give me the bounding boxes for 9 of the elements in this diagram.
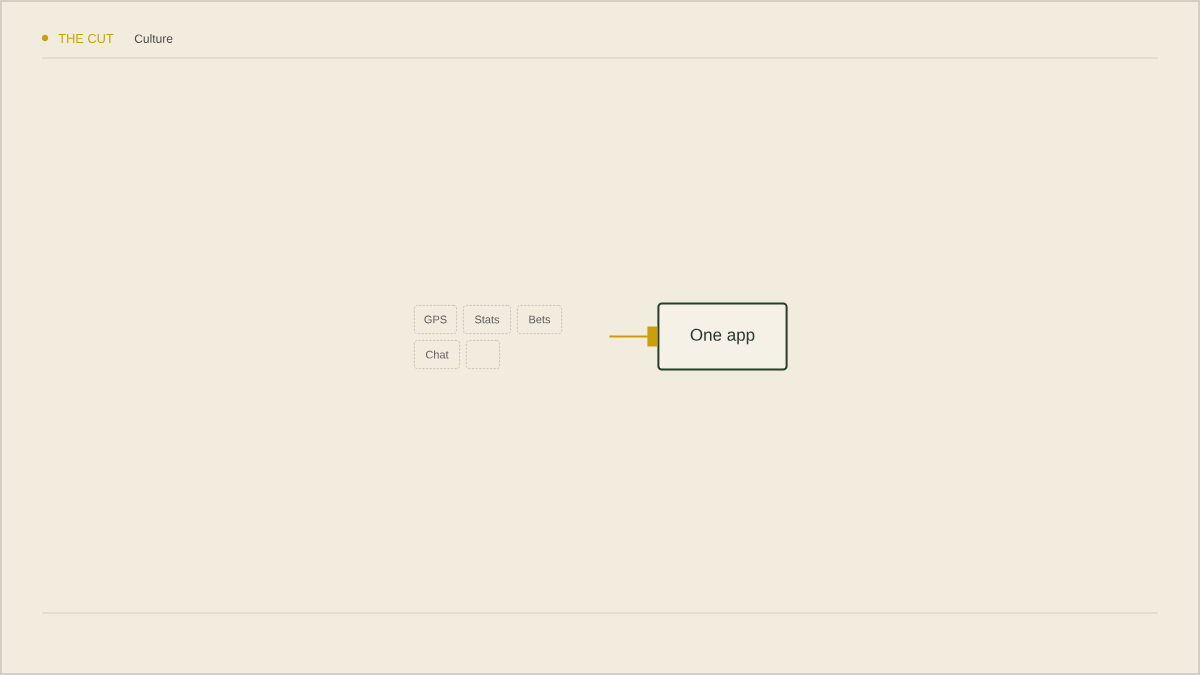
tag-chip: Chat — [414, 340, 460, 369]
kicker-text: THE CUT — [58, 34, 114, 44]
app-box: One app — [657, 302, 788, 371]
connector — [609, 326, 658, 347]
tag-chip: Bets — [517, 305, 562, 334]
tag-chip — [466, 340, 500, 369]
tag-chip: GPS — [414, 305, 457, 334]
section-label: Culture — [134, 34, 173, 43]
tag-chip: Stats — [463, 305, 511, 334]
